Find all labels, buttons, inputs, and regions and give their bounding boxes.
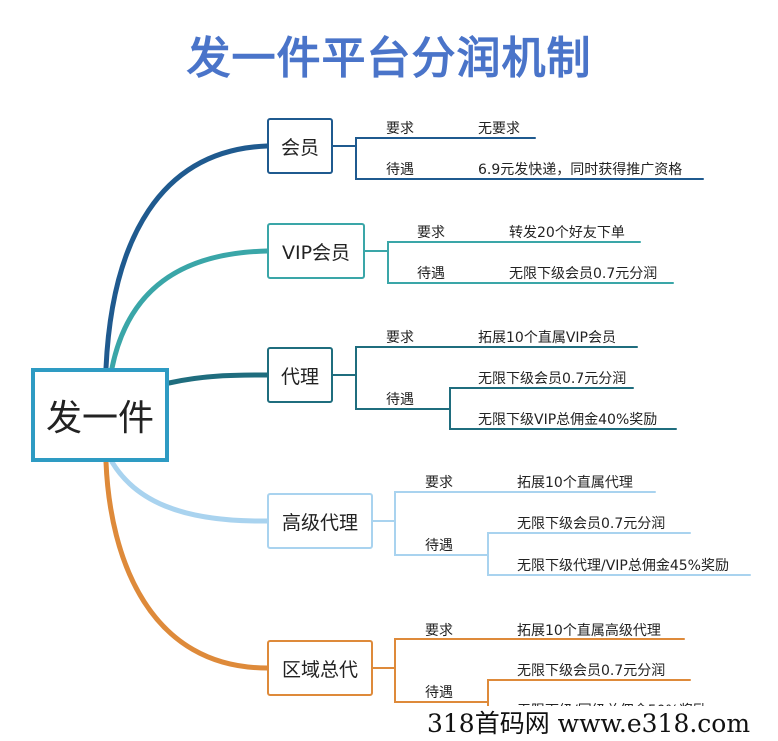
branch-node-vip-member: VIP会员 — [267, 223, 365, 279]
root-label: 发一件 — [45, 398, 154, 439]
benefit-value: 无限下级会员0.7元分润 — [478, 371, 627, 387]
branch-label: 代理 — [280, 365, 319, 388]
benefit-value: 无限下级会员0.7元分润 — [517, 516, 666, 532]
leaf-line — [372, 638, 685, 669]
branch-node-regional-agent: 区域总代 — [267, 640, 373, 696]
benefit-value: 无限下级会员0.7元分润 — [517, 663, 666, 679]
requirement-label: 要求 — [425, 623, 453, 639]
requirement-value: 拓展10个直属VIP会员 — [478, 330, 616, 346]
requirement-value: 拓展10个直属代理 — [517, 475, 633, 491]
branch-node-agent: 代理 — [267, 347, 333, 403]
requirement-value: 拓展10个直属高级代理 — [517, 623, 661, 639]
leaf-line — [332, 137, 536, 147]
requirement-label: 要求 — [386, 121, 414, 137]
leaf-line — [394, 520, 691, 556]
branch-curve — [109, 459, 270, 524]
benefit-label: 待遇 — [386, 162, 414, 178]
requirement-label: 要求 — [417, 225, 445, 241]
branch-label: VIP会员 — [281, 241, 351, 264]
leaf-line — [355, 145, 704, 180]
benefit-value: 无限下级VIP总佣金40%奖励 — [478, 412, 658, 428]
leaf-line — [449, 408, 677, 430]
benefit-label: 待遇 — [425, 538, 453, 554]
requirement-label: 要求 — [386, 330, 414, 346]
branch-node-senior-agent: 高级代理 — [267, 493, 373, 549]
leaf-line — [394, 667, 691, 703]
leaf-line — [364, 241, 641, 252]
leaf-line — [487, 554, 751, 576]
benefit-label: 待遇 — [425, 685, 453, 701]
branch-node-member: 会员 — [267, 118, 333, 174]
requirement-value: 转发20个好友下单 — [509, 225, 625, 241]
leaf-line — [332, 346, 638, 376]
watermark: 318首码网 www.e318.com — [415, 706, 777, 741]
root-node: 发一件 — [31, 368, 169, 462]
benefit-value: 无限下级代理/VIP总佣金45%奖励 — [517, 558, 729, 574]
branch-curve — [103, 143, 270, 371]
branch-curve — [109, 248, 270, 371]
benefit-label: 待遇 — [386, 392, 414, 408]
branch-label: 高级代理 — [281, 511, 358, 534]
requirement-value: 无要求 — [478, 121, 520, 137]
leaf-line — [387, 250, 674, 284]
branch-label: 会员 — [280, 136, 319, 159]
benefit-value: 无限下级会员0.7元分润 — [509, 266, 658, 282]
branch-curve — [103, 459, 270, 671]
branch-label: 区域总代 — [281, 658, 358, 681]
branch-curve — [166, 372, 270, 386]
leaf-line — [355, 374, 634, 410]
benefit-label: 待遇 — [417, 266, 445, 282]
requirement-label: 要求 — [425, 475, 453, 491]
leaf-line — [372, 491, 656, 522]
benefit-value: 6.9元发快递，同时获得推广资格 — [478, 162, 683, 178]
diagram-title: 发一件平台分润机制 — [186, 33, 592, 84]
